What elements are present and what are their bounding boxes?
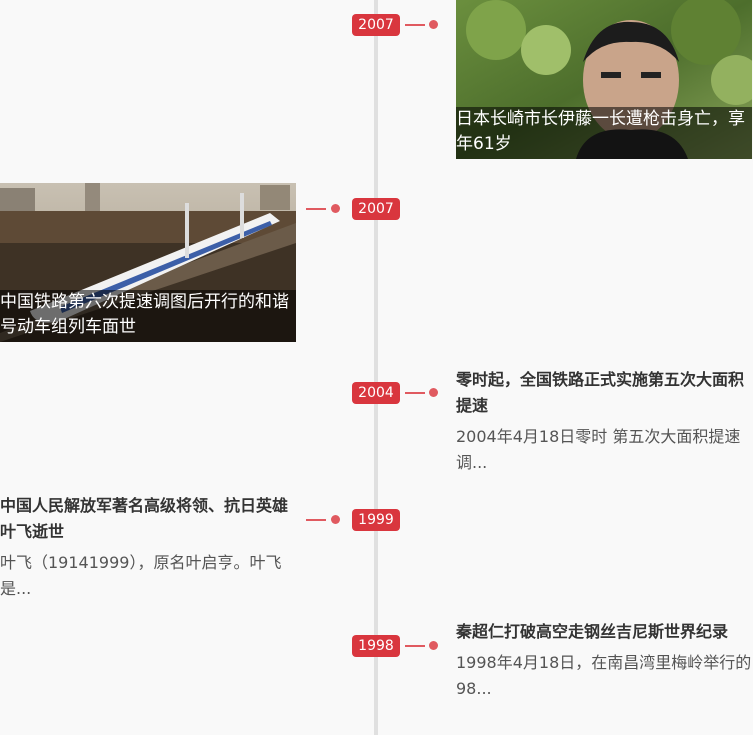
- year-badge: 2004: [352, 382, 400, 404]
- year-badge: 1999: [352, 509, 400, 531]
- year-badge: 2007: [352, 198, 400, 220]
- event-summary: 叶飞（19141999），原名叶启亨。叶飞是...: [0, 553, 282, 598]
- event-text-item[interactable]: 中国人民解放军著名高级将领、抗日英雄叶飞逝世 叶飞（19141999），原名叶启…: [0, 493, 296, 602]
- event-photo-card[interactable]: 日本长崎市长伊藤一长遭枪击身亡，享年61岁: [456, 0, 752, 159]
- event-photo-card[interactable]: 中国铁路第六次提速调图后开行的和谐号动车组列车面世: [0, 183, 296, 342]
- connector-line: [306, 208, 326, 210]
- connector-line: [405, 392, 425, 394]
- event-title[interactable]: 零时起，全国铁路正式实施第五次大面积提速: [456, 370, 745, 415]
- event-summary: 2004年4月18日零时 第五次大面积提速调...: [456, 427, 741, 472]
- event-summary: 1998年4月18日，在南昌湾里梅岭举行的98...: [456, 653, 752, 698]
- connector-line: [306, 519, 326, 521]
- event-title[interactable]: 秦超仁打破高空走钢丝吉尼斯世界纪录: [456, 622, 729, 641]
- year-badge: 2007: [352, 14, 400, 36]
- timeline-dot: [429, 641, 438, 650]
- event-text-item[interactable]: 零时起，全国铁路正式实施第五次大面积提速 2004年4月18日零时 第五次大面积…: [456, 367, 752, 476]
- connector-line: [405, 645, 425, 647]
- event-title[interactable]: 中国人民解放军著名高级将领、抗日英雄叶飞逝世: [0, 496, 289, 541]
- event-caption: 日本长崎市长伊藤一长遭枪击身亡，享年61岁: [456, 107, 752, 159]
- timeline-dot: [331, 515, 340, 524]
- timeline-dot: [331, 204, 340, 213]
- year-badge: 1998: [352, 635, 400, 657]
- timeline-dot: [429, 388, 438, 397]
- connector-line: [405, 24, 425, 26]
- event-text-item[interactable]: 秦超仁打破高空走钢丝吉尼斯世界纪录 1998年4月18日，在南昌湾里梅岭举行的9…: [456, 619, 752, 702]
- timeline-dot: [429, 20, 438, 29]
- event-caption: 中国铁路第六次提速调图后开行的和谐号动车组列车面世: [0, 290, 296, 342]
- timeline-axis: [374, 0, 378, 735]
